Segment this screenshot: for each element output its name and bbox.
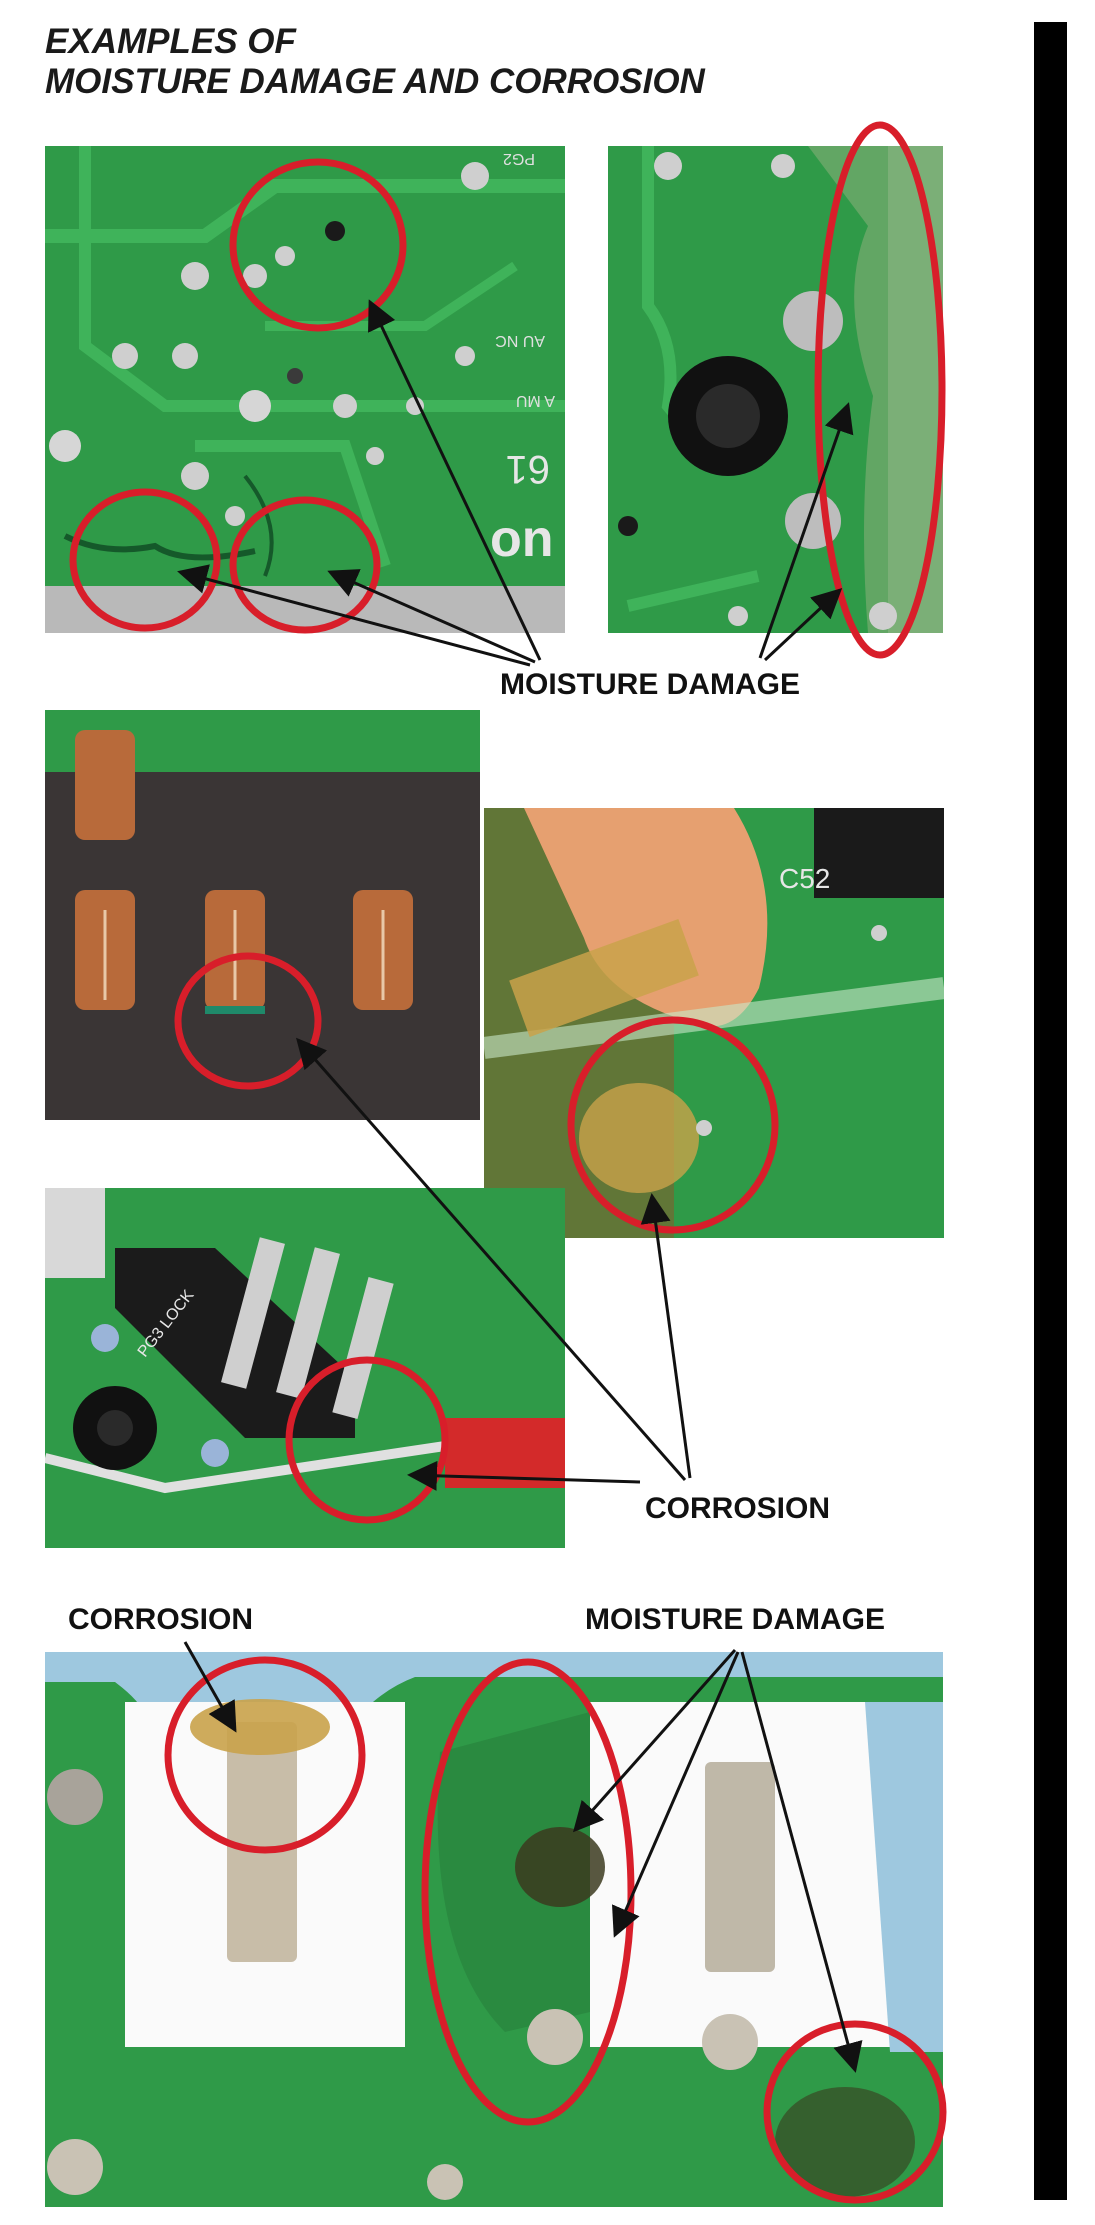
title-line-2: MOISTURE DAMAGE AND CORROSION [45, 62, 705, 101]
photo-board-jack [608, 146, 943, 633]
marking-pg2: PG2 [503, 150, 535, 167]
pointer-arrow [612, 1651, 740, 1938]
title-line-1: EXAMPLES OF [45, 22, 296, 61]
marking-au-nc: AU NC [495, 332, 545, 349]
highlight-circle [164, 1656, 366, 1854]
photo-copper-pins [45, 710, 480, 1120]
pointer-arrow [183, 1641, 237, 1733]
pointer-arrow [407, 1460, 641, 1491]
label-corrosion-middle: CORROSION [645, 1492, 831, 1525]
label-moisture-damage-bottom: MOISTURE DAMAGE [585, 1603, 885, 1636]
marking-brand: on [490, 510, 554, 568]
highlight-circle [174, 952, 322, 1090]
photo-connector: PG3 LOCK [45, 1188, 565, 1548]
highlight-circle [814, 121, 946, 659]
marking-digits: 61 [506, 447, 551, 491]
pointer-arrow [368, 299, 542, 661]
pointer-arrow [177, 564, 531, 667]
highlight-circle [285, 1356, 449, 1524]
pointer-arrow [640, 1193, 692, 1479]
label-moisture-damage-top: MOISTURE DAMAGE [500, 668, 800, 701]
pointer-arrow [327, 569, 536, 664]
pointer-arrow [758, 402, 854, 659]
highlight-circle [763, 2020, 947, 2204]
highlight-circle [567, 1016, 779, 1234]
pointer-arrow [763, 587, 843, 662]
label-corrosion-bottom: CORROSION [68, 1603, 254, 1636]
highlight-circle [229, 158, 407, 332]
page-title: EXAMPLES OF MOISTURE DAMAGE AND CORROSIO… [45, 22, 705, 102]
page-edge-bar [1034, 22, 1067, 2200]
photo-terminal-board [45, 1652, 943, 2207]
highlight-circle [69, 488, 221, 632]
pointer-arrow [296, 1037, 687, 1481]
pointer-arrow [740, 1651, 863, 2073]
highlight-circle [421, 1658, 635, 2126]
marking-a-mu: A MU [516, 392, 555, 409]
pointer-arrow [573, 1649, 737, 1833]
highlight-circle [229, 496, 381, 634]
marking-c52: C52 [779, 863, 830, 894]
photo-pcb-underside: PG2 AU NC A MU 61 on [45, 146, 565, 633]
